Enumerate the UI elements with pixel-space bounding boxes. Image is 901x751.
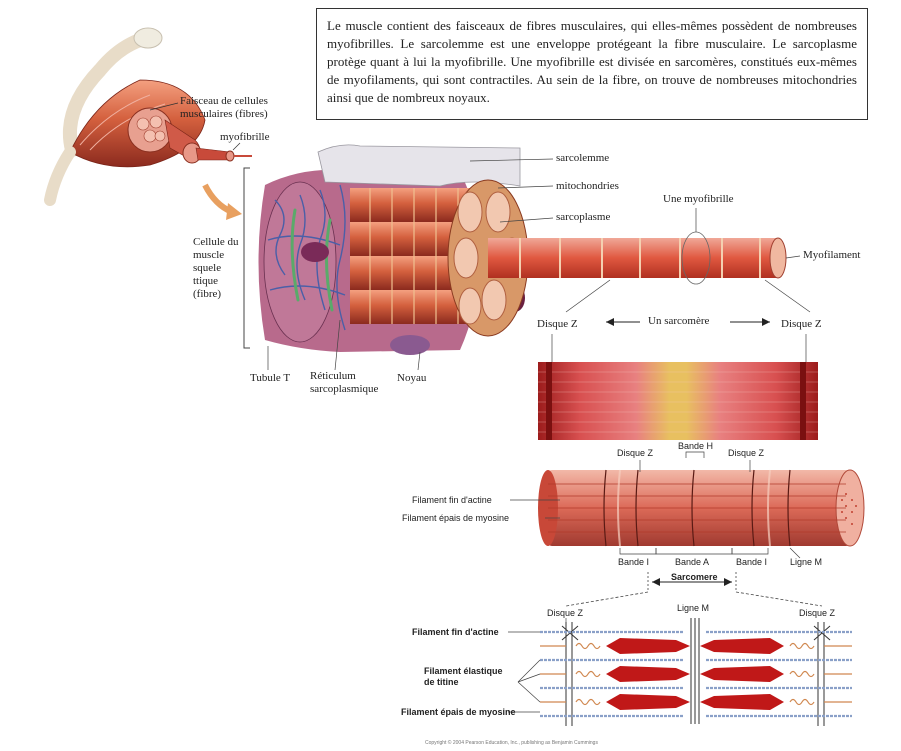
label-cyl-disque-z-2: Disque Z [728,448,764,458]
label-cyl-bande-i-1: Bande I [618,557,649,567]
label-tubule-t: Tubule T [250,372,290,384]
label-cyl-bande-h: Bande H [678,441,713,451]
label-cyl-sarcomere: Sarcomere [671,572,718,582]
label-disque-z-left: Disque Z [537,318,578,330]
label-sarcoplasme: sarcoplasme [556,211,610,223]
label-sarcolemme: sarcolemme [556,152,609,164]
label-cyl-bande-a: Bande A [675,557,709,567]
label-fil-actine: Filament fin d'actine [412,627,499,637]
label-cellule: Cellule du muscle squele ttique (fibre) [193,236,241,301]
sarcomere-micrograph [538,362,818,440]
label-mitochondries: mitochondries [556,180,619,192]
label-fil-disque-z-left: Disque Z [547,608,583,618]
intro-text-box: Le muscle contient des faisceaux de fibr… [316,8,868,120]
label-cyl-filament-actine: Filament fin d'actine [412,495,492,505]
label-reticulum: Réticulum sarcoplasmique [310,370,400,396]
label-disque-z-right: Disque Z [781,318,822,330]
label-un-sarcomere: Un sarcomère [648,315,709,327]
myofibril-cylinder [538,470,864,546]
orange-arrow-head [226,203,242,220]
label-myofibrille: myofibrille [220,131,270,143]
cellule-bracket [244,168,250,348]
label-une-myofibrille: Une myofibrille [663,193,734,205]
label-fil-disque-z-right: Disque Z [799,608,835,618]
label-cyl-bande-i-2: Bande I [736,557,767,567]
label-noyau: Noyau [397,372,426,384]
label-fil-myosine: Filament épais de myosine [401,707,516,717]
label-faisceau: Faisceau de cellules musculaires (fibres… [180,95,290,121]
label-cyl-ligne-m: Ligne M [790,557,822,567]
intro-text: Le muscle contient des faisceaux de fibr… [327,18,857,105]
label-myofilament: Myofilament [803,249,860,261]
filament-diagram [540,618,852,726]
label-fil-ligne-m: Ligne M [677,603,709,613]
copyright-text: Copyright © 2004 Pearson Education, Inc.… [425,740,598,746]
label-cyl-filament-myosine: Filament épais de myosine [402,513,509,523]
label-cyl-disque-z-1: Disque Z [617,448,653,458]
label-fil-titine: Filament élastique de titine [424,666,514,688]
